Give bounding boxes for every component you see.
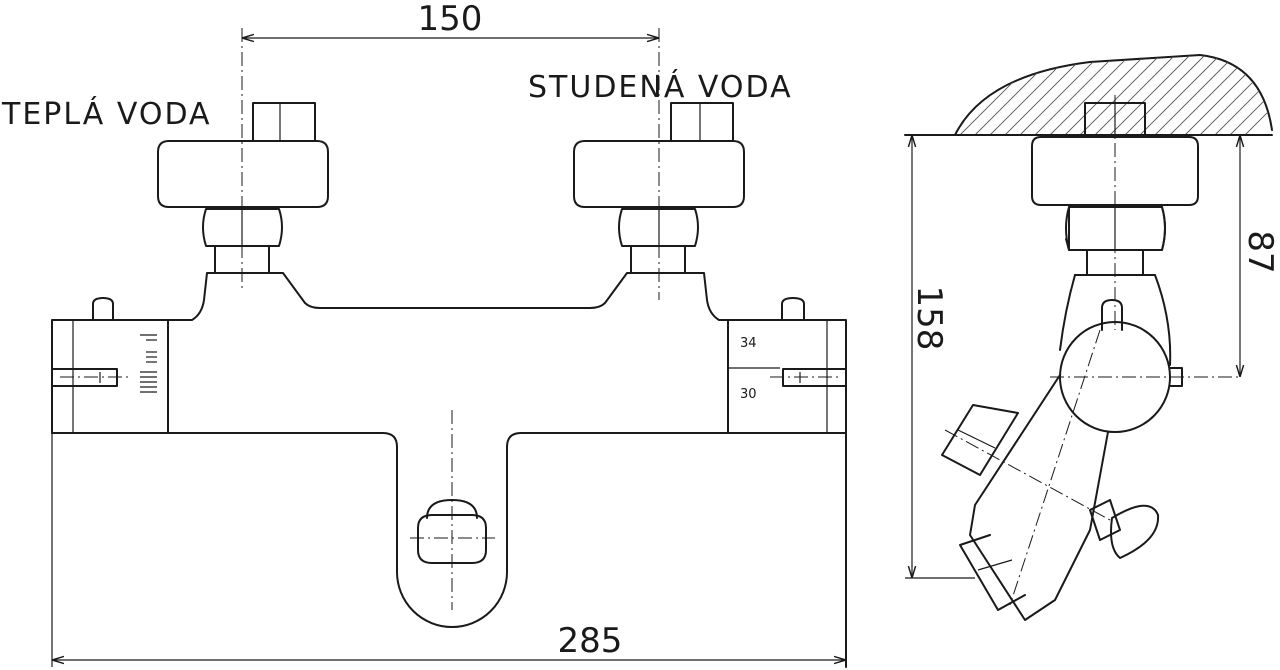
scale-mark-lower: 30 bbox=[740, 387, 757, 402]
wall-section bbox=[954, 54, 1273, 136]
mixer-body-upper bbox=[167, 272, 729, 321]
side-body bbox=[1074, 274, 1172, 366]
hot-water-label: TEPLÁ VODA bbox=[1, 96, 212, 132]
left-cap-knob bbox=[92, 297, 114, 321]
left-scale-lines bbox=[140, 334, 157, 393]
right-cap-knob bbox=[781, 297, 805, 321]
dim-text-158: 158 bbox=[909, 286, 949, 351]
front-view: 34 30 150 285 TEPLÁ VODA STUDENÁ VODA bbox=[1, 0, 847, 668]
side-knob bbox=[1089, 499, 1121, 541]
side-outlet-body bbox=[969, 374, 1109, 621]
mixer-body-lower bbox=[51, 432, 847, 668]
dim-text-285: 285 bbox=[558, 621, 623, 661]
cold-water-label: STUDENÁ VODA bbox=[528, 69, 793, 105]
dim-text-87: 87 bbox=[1240, 230, 1280, 273]
scale-mark-upper: 34 bbox=[740, 336, 757, 351]
wall-hatching bbox=[959, 55, 1272, 135]
dim-text-150: 150 bbox=[418, 0, 483, 39]
side-view: 158 87 bbox=[904, 54, 1280, 621]
